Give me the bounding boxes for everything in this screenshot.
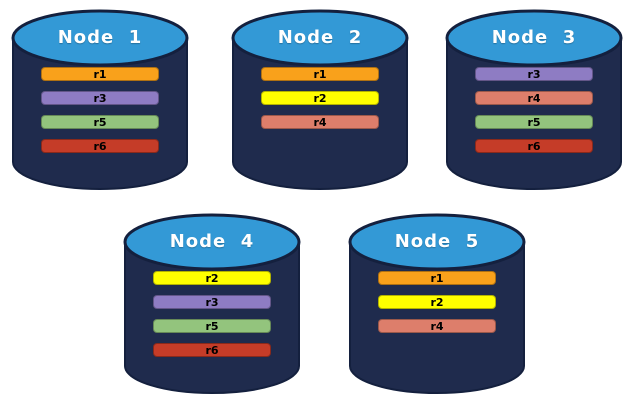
replica-r2-bar: r2 [153, 271, 271, 285]
database-node-4: Node 4 r2 r3 r5 r6 [122, 209, 302, 397]
replica-r3-bar: r3 [153, 295, 271, 309]
replica-list: r1 r3 r5 r6 [41, 67, 159, 163]
replica-r4-bar: r4 [378, 319, 496, 333]
replica-r6-bar: r6 [153, 343, 271, 357]
replica-list: r3 r4 r5 r6 [475, 67, 593, 163]
node-title: Node 4 [169, 231, 255, 252]
database-node-3: Node 3 r3 r4 r5 r6 [444, 5, 624, 193]
replica-r5-bar: r5 [153, 319, 271, 333]
replica-r5-bar: r5 [475, 115, 593, 129]
replica-r1-bar: r1 [378, 271, 496, 285]
replica-r4-bar: r4 [261, 115, 379, 129]
replica-list: r1 r2 r4 [378, 271, 496, 343]
node-title: Node 1 [57, 27, 143, 48]
database-node-1: Node 1 r1 r3 r5 r6 [10, 5, 190, 193]
replica-r1-bar: r1 [261, 67, 379, 81]
replica-r5-bar: r5 [41, 115, 159, 129]
replica-r4-bar: r4 [475, 91, 593, 105]
node-title: Node 3 [491, 27, 577, 48]
replica-r1-bar: r1 [41, 67, 159, 81]
replica-list: r1 r2 r4 [261, 67, 379, 139]
node-title: Node 5 [394, 231, 480, 252]
node-title: Node 2 [277, 27, 363, 48]
replica-r6-bar: r6 [41, 139, 159, 153]
database-node-2: Node 2 r1 r2 r4 [230, 5, 410, 193]
replica-r3-bar: r3 [41, 91, 159, 105]
database-node-5: Node 5 r1 r2 r4 [347, 209, 527, 397]
replica-list: r2 r3 r5 r6 [153, 271, 271, 367]
replica-r3-bar: r3 [475, 67, 593, 81]
replica-r2-bar: r2 [378, 295, 496, 309]
replica-r2-bar: r2 [261, 91, 379, 105]
replica-r6-bar: r6 [475, 139, 593, 153]
